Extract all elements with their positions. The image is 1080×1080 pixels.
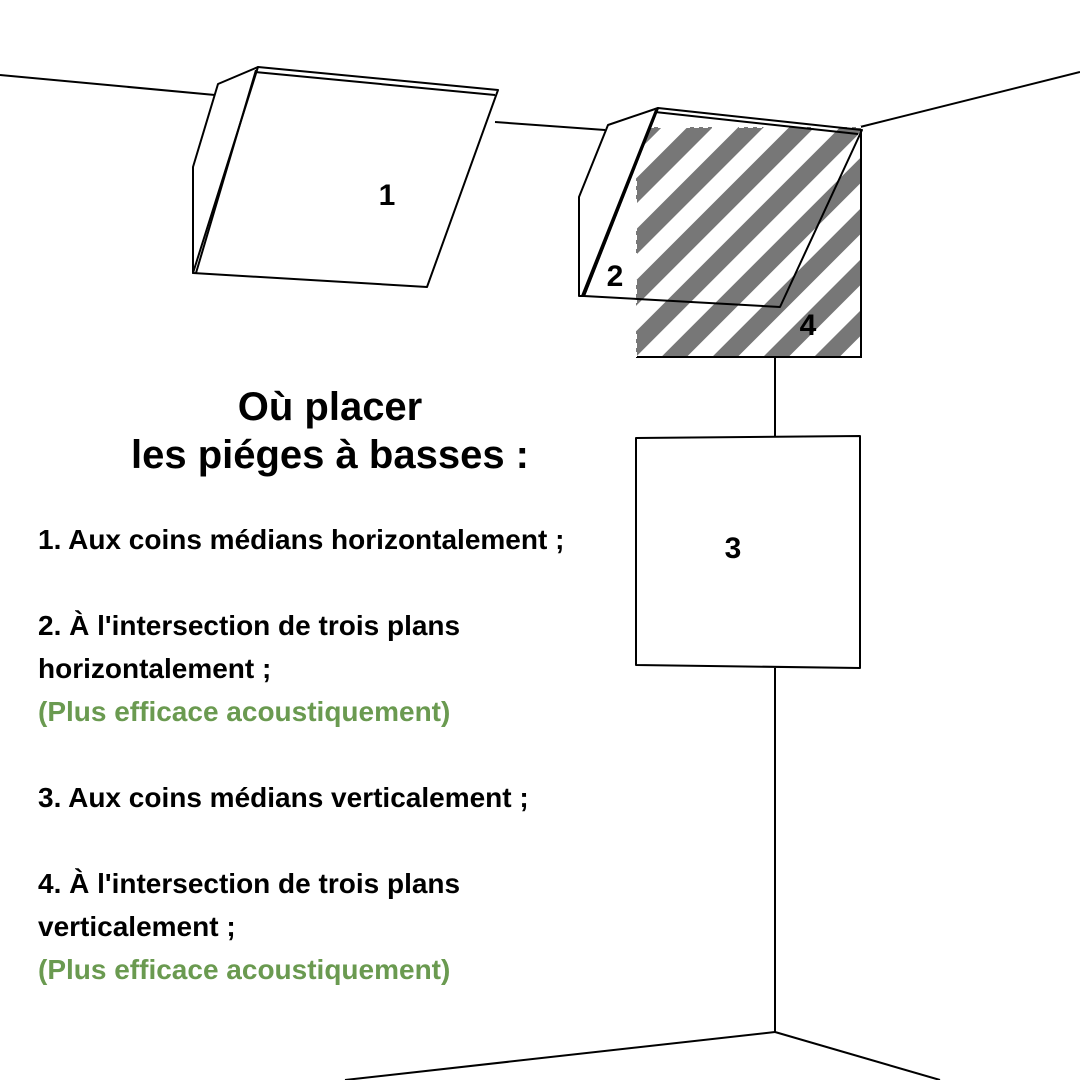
panel-1-edge [254, 71, 496, 96]
item-4-line-2: verticalement ; [38, 911, 236, 942]
item-4-line-1: 4. À l'intersection de trois plans [38, 868, 461, 899]
panel-2-edge-left [581, 109, 657, 297]
panel-4-hatch [636, 127, 861, 357]
panel-1 [192, 66, 499, 288]
item-3-line-1: 3. Aux coins médians verticalement ; [38, 782, 529, 813]
panel-4 [635, 126, 862, 358]
room-edges [0, 71, 1080, 1080]
label-2: 2 [607, 260, 624, 293]
ceiling-edge-right [859, 71, 1080, 128]
panel-1-edge-left [195, 69, 257, 274]
floor-edge-left [344, 1031, 776, 1080]
item-2-note: (Plus efficace acoustiquement) [38, 696, 451, 727]
label-3: 3 [725, 532, 742, 565]
label-1: 1 [379, 179, 396, 212]
item-1-line-1: 1. Aux coins médians horizontalement ; [38, 524, 565, 555]
panel-3-face [635, 435, 861, 669]
floor-edge-right [774, 1031, 941, 1080]
panel-2-edge [654, 111, 859, 135]
title-line-2: les piéges à basses : [130, 433, 529, 477]
label-4: 4 [800, 309, 817, 342]
title-line-1: Où placer [237, 385, 423, 429]
ceiling-edge-left [0, 74, 216, 96]
item-2-line-1: 2. À l'intersection de trois plans [38, 610, 461, 641]
ceiling-edge-middle [494, 121, 606, 131]
panel-4-frame [636, 130, 862, 358]
panel-3 [635, 435, 861, 669]
panel-2-face [583, 107, 863, 308]
item-4-note: (Plus efficace acoustiquement) [38, 954, 451, 985]
item-2-line-2: horizontalement ; [38, 653, 272, 684]
panel-2 [578, 107, 863, 308]
panel-1-face [192, 66, 499, 288]
